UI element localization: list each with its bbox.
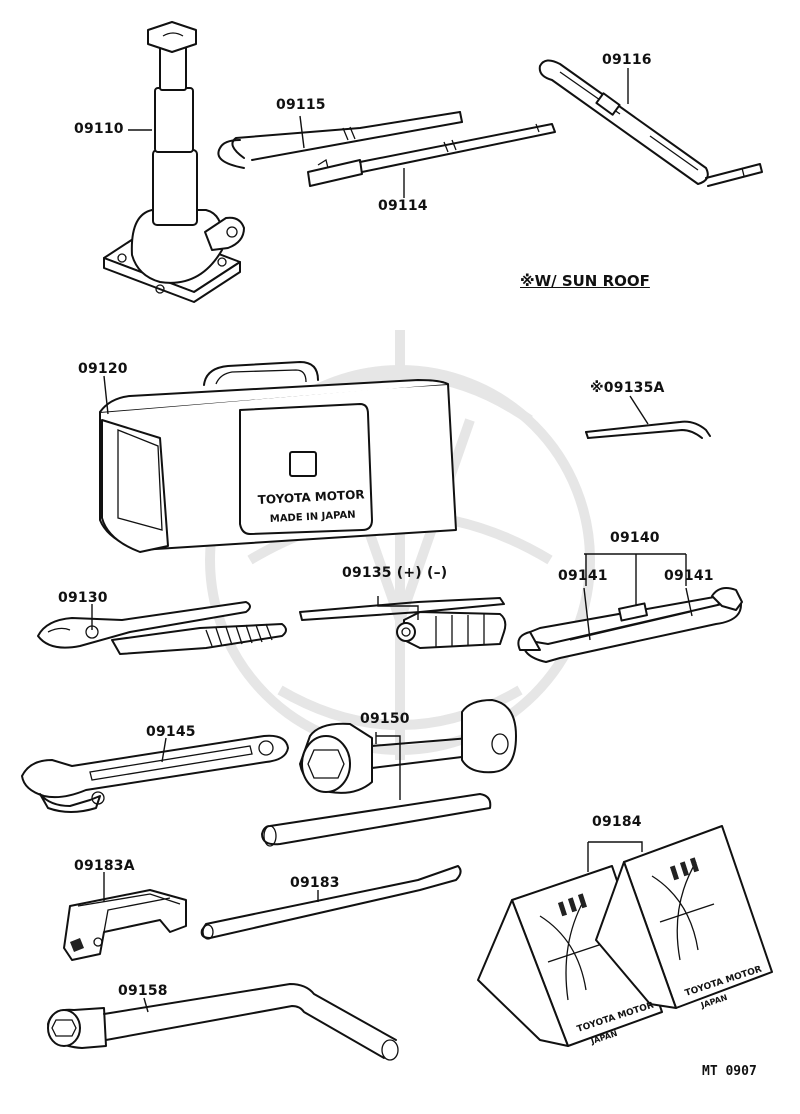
label-09183A: 09183A bbox=[74, 858, 135, 874]
part-09116-handle bbox=[538, 59, 763, 187]
label-09141-left: 09141 bbox=[558, 568, 608, 584]
label-09120: 09120 bbox=[78, 361, 128, 377]
label-09150: 09150 bbox=[360, 711, 410, 727]
part-09145-adjustable-wrench bbox=[21, 734, 289, 813]
sun-roof-note: ※W/ SUN ROOF bbox=[520, 272, 650, 290]
part-09120-tool-bag bbox=[99, 361, 457, 553]
label-09184: 09184 bbox=[592, 814, 642, 830]
label-09135A: ※09135A bbox=[590, 380, 665, 396]
label-09114: 09114 bbox=[378, 198, 428, 214]
label-09183: 09183 bbox=[290, 875, 340, 891]
part-09135-screwdriver bbox=[299, 597, 507, 649]
part-09135A-screwdriver-bit bbox=[585, 420, 711, 439]
part-09114-rod bbox=[307, 123, 556, 187]
bag-brand-line1: TOYOTA MOTOR bbox=[257, 487, 365, 507]
part-09115-hook-wrench bbox=[217, 111, 463, 169]
label-09116: 09116 bbox=[602, 52, 652, 68]
label-09140: 09140 bbox=[610, 530, 660, 546]
label-09115: 09115 bbox=[276, 97, 326, 113]
diagram-code: MT 0907 bbox=[702, 1064, 757, 1079]
label-09135: 09135 (+) (–) bbox=[342, 565, 448, 581]
label-09110: 09110 bbox=[74, 121, 124, 137]
leader-lines bbox=[91, 68, 693, 1013]
part-09110-jack bbox=[103, 21, 245, 303]
bag-brand-line2: MADE IN JAPAN bbox=[270, 510, 356, 525]
part-09184-wheel-chocks bbox=[477, 825, 773, 1047]
part-09141-spanners bbox=[517, 587, 743, 663]
label-09145: 09145 bbox=[146, 724, 196, 740]
part-09158-lug-wrench bbox=[47, 983, 399, 1061]
part-09130-pliers bbox=[37, 601, 287, 655]
label-09158: 09158 bbox=[118, 983, 168, 999]
part-09150-wheel-nut-wrench bbox=[261, 699, 517, 847]
bag-logo-mark bbox=[289, 451, 317, 477]
label-09130: 09130 bbox=[58, 590, 108, 606]
part-09183A-clip bbox=[63, 889, 187, 961]
label-09141-right: 09141 bbox=[664, 568, 714, 584]
part-09183-pry-bar bbox=[200, 865, 462, 940]
